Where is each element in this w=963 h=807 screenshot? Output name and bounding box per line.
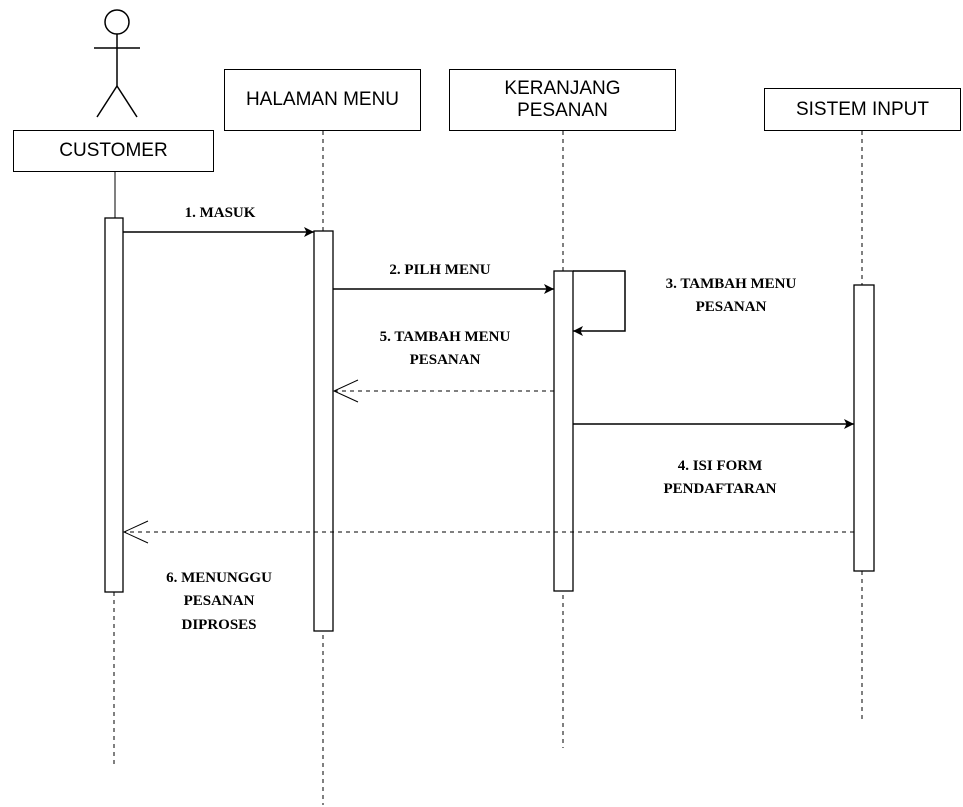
message-1-label: 1. MASUK: [155, 202, 285, 225]
message-6-label-line-1: 6. MENUNGGU: [166, 570, 272, 586]
customer-actor-icon: [94, 9, 140, 118]
message-6-label: 6. MENUNGGU PESANAN DIPROSES: [139, 567, 299, 637]
participant-halaman-menu-label: HALAMAN MENU: [245, 89, 400, 111]
participant-customer: CUSTOMER: [13, 130, 214, 172]
message-3-label-line-1: 3. TAMBAH MENU: [665, 276, 797, 292]
customer-activation-bar: [104, 217, 124, 593]
message-5-label-line-1: 5. TAMBAH MENU: [379, 329, 511, 345]
message-5-label: 5. TAMBAH MENU PESANAN: [345, 326, 545, 373]
message-6-label-line-2: PESANAN: [183, 593, 255, 610]
participant-keranjang-pesanan: KERANJANG PESANAN: [449, 69, 676, 131]
message-5-label-line-2: PESANAN: [409, 352, 481, 369]
system-activation-bar: [853, 284, 875, 572]
message-6-arrowhead: [122, 520, 149, 544]
message-2-label: 2. PILH MENU: [365, 259, 515, 282]
message-4-label: 4. ISI FORM PENDAFTARAN: [620, 455, 820, 502]
message-3-label-line-2: PESANAN: [695, 299, 767, 316]
message-3-label: 3. TAMBAH MENU PESANAN: [631, 273, 831, 320]
participant-keranjang-label-line-2: PESANAN: [517, 100, 608, 121]
message-4-label-line-2: PENDAFTARAN: [663, 481, 777, 498]
message-1-label-line-1: 1. MASUK: [184, 205, 256, 221]
message-2-label-line-1: 2. PILH MENU: [389, 262, 491, 278]
participant-halaman-menu: HALAMAN MENU: [224, 69, 421, 131]
participant-sistem-input: SISTEM INPUT: [764, 88, 961, 131]
participant-sistem-input-label: SISTEM INPUT: [795, 98, 929, 120]
message-5-arrowhead: [332, 379, 359, 403]
menu-activation-bar: [313, 230, 334, 632]
message-4-label-line-1: 4. ISI FORM: [677, 458, 763, 474]
participant-customer-label: CUSTOMER: [59, 140, 168, 162]
participant-keranjang-label-line-1: KERANJANG: [504, 78, 621, 100]
message-6-label-line-3: DIPROSES: [181, 616, 257, 633]
cart-activation-bar: [553, 270, 574, 592]
message-3-arrow: [573, 270, 626, 336]
